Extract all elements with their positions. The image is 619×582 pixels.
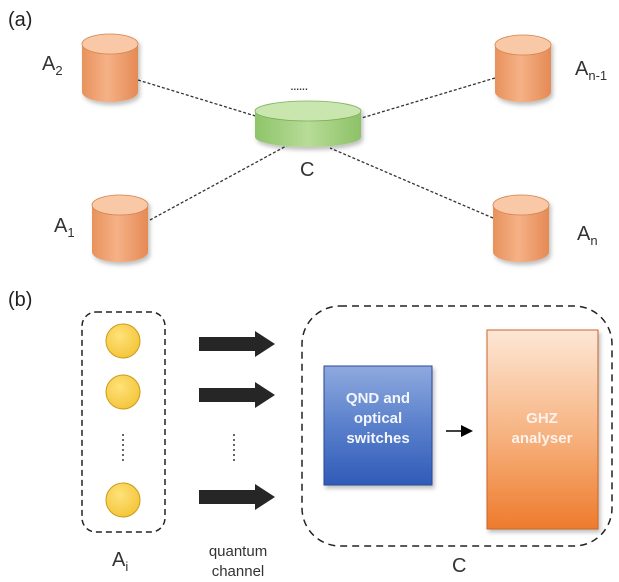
- center-node-label: C: [300, 159, 314, 181]
- link-a1-c: [149, 144, 289, 221]
- node-a2-label: A2: [42, 53, 63, 78]
- node-a1-cylinder: [91, 194, 149, 262]
- qnd-label-1: QND and: [346, 390, 410, 407]
- node-an-1-label: An-1: [575, 58, 607, 83]
- channel-label-line2: channel: [212, 563, 265, 580]
- center-dots: ......: [290, 77, 307, 93]
- photon-1: [105, 323, 141, 359]
- node-an-label: An: [577, 223, 598, 248]
- qnd-label-3: switches: [346, 430, 409, 447]
- node-a2-cylinder: [81, 33, 139, 102]
- ghz-analyser-box: [486, 329, 599, 530]
- c-box-label: C: [452, 555, 466, 577]
- ai-group-box: [81, 311, 166, 533]
- link-an-c: [329, 147, 494, 219]
- quantum-channel-arrows: [199, 331, 275, 510]
- photon-n: [105, 482, 141, 518]
- link-a2-c: [137, 79, 263, 119]
- panel-b-label: (b): [8, 289, 32, 311]
- channel-arrow-n: [199, 484, 275, 510]
- c-box: [301, 305, 613, 547]
- ai-group-label: Ai: [112, 549, 128, 574]
- channel-arrow-2: [199, 382, 275, 408]
- channel-arrow-1: [199, 331, 275, 357]
- link-an1-c: [354, 77, 496, 121]
- center-node-c-cylinder: [254, 100, 362, 147]
- node-an-cylinder: [492, 194, 550, 262]
- ghz-label-1: GHZ: [526, 410, 558, 427]
- node-a1-label: A1: [54, 215, 75, 240]
- ghz-label-2: analyser: [512, 430, 573, 447]
- channel-label-line1: quantum: [209, 543, 267, 560]
- photon-2: [105, 374, 141, 410]
- panel-a-label: (a): [8, 9, 32, 31]
- qnd-label-2: optical: [354, 410, 402, 427]
- connection-lines: [137, 77, 496, 221]
- qnd-switch-box: [323, 365, 433, 486]
- node-an-1-cylinder: [494, 34, 552, 102]
